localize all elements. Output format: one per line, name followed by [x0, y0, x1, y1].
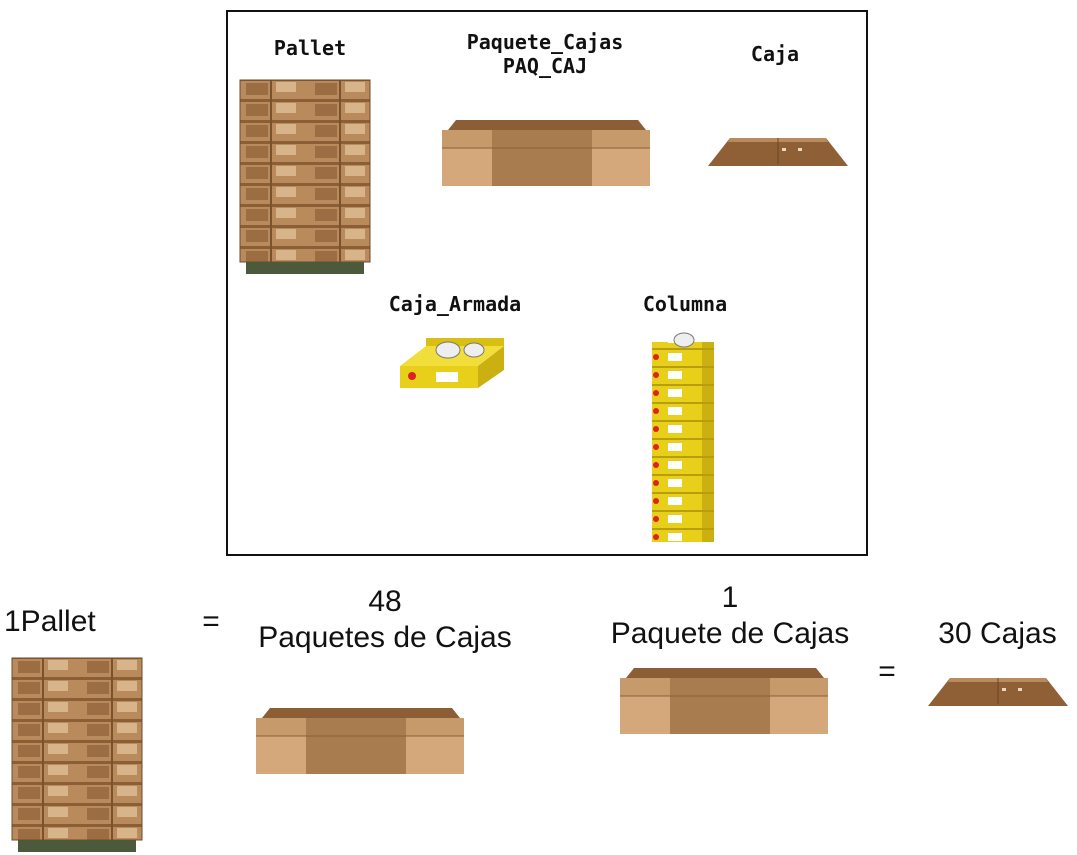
label-caja-armada: Caja_Armada [388, 292, 522, 316]
paquete-cajas-image-bottom [256, 706, 464, 776]
caja-image [708, 134, 848, 168]
label-columna: Columna [642, 292, 728, 316]
caja-image-right [928, 674, 1068, 708]
paquete-count: 1 [721, 581, 739, 614]
pallet-count-label: 1Pallet [4, 605, 96, 638]
equals-sign-right: = [878, 655, 896, 688]
cajas-result: 30 Cajas [938, 617, 1057, 650]
label-pallet: Pallet [273, 36, 347, 60]
label-caja: Caja [750, 42, 800, 66]
paquete-cajas-image-right [620, 666, 828, 736]
label-paquete-cajas: Paquete_Cajas PAQ_CAJ [420, 30, 670, 78]
paquetes-count: 48 [368, 585, 402, 618]
pallet-image [236, 78, 374, 276]
label-paquete-cajas-line1: Paquete_Cajas [466, 30, 624, 54]
label-paquete-cajas-line2: PAQ_CAJ [502, 54, 588, 78]
columna-image [648, 330, 718, 544]
paquete-unit: Paquete de Cajas [610, 617, 850, 650]
paquete-cajas-image [442, 118, 650, 188]
pallet-image-bottom [8, 656, 146, 854]
caja-armada-image [396, 336, 506, 394]
paquetes-unit: Paquetes de Cajas [258, 621, 512, 654]
equals-sign-left: = [202, 605, 220, 638]
